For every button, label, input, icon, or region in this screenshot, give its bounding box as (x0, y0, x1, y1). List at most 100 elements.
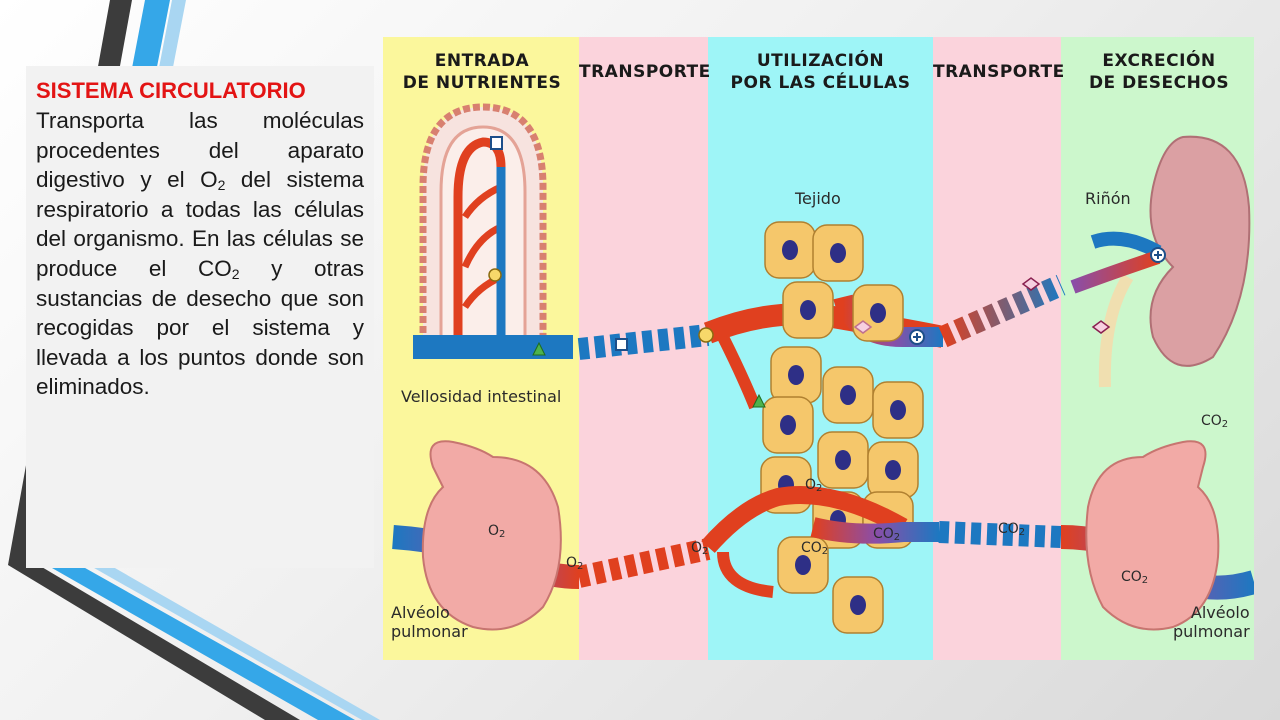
transport-square-marker (615, 338, 628, 351)
cell-nucleus (835, 450, 851, 470)
plus-sign-2 (1154, 251, 1162, 259)
cell-nucleus (890, 400, 906, 420)
cell-nucleus (840, 385, 856, 405)
panel-body: Transporta las moléculas procedentes del… (36, 106, 364, 402)
left-alveolus-body (421, 440, 562, 631)
header-transporte-2-line1: TRANSPORTE (933, 62, 1065, 82)
left-alveolus (421, 440, 562, 631)
co2-label-tissue-2: CO2 (873, 526, 901, 543)
header-excrecion-line2: DE DESECHOS (1088, 73, 1230, 93)
co2-label-exhaled-sub: 2 (1221, 419, 1229, 430)
co2-label-alveolus-right-base: CO (1121, 569, 1142, 585)
co2-label-transport-sub: 2 (1018, 527, 1026, 538)
tissue-triangle-marker (752, 393, 766, 408)
villus-capillary-red (453, 137, 506, 343)
renal-artery (1070, 250, 1161, 294)
header-utilizacion-line2: POR LAS CÉLULAS (730, 73, 911, 93)
renal-vein (1090, 231, 1162, 259)
panel-body-part-3: y otras sustancias de desecho que son re… (36, 255, 364, 400)
label-alveolus-left: Alvéolo pulmonar (391, 603, 468, 641)
header-entrada-line1: ENTRADA (434, 51, 530, 71)
o2-label-vessel-1-base: O (566, 555, 578, 571)
cell-nucleus (782, 240, 798, 260)
top-artery-branch-down (717, 334, 761, 410)
villus-triangle-marker (532, 341, 546, 356)
panel-title: SISTEMA CIRCULATORIO (36, 78, 306, 103)
o2-label-vessel-2: O2 (691, 540, 709, 557)
label-alveolus-right-line2: pulmonar (1173, 622, 1250, 641)
label-alveolus-left-line1: Alvéolo (391, 603, 450, 622)
label-alveolus-right: Alvéolo pulmonar (1173, 603, 1250, 641)
co2-label-tissue-2-sub: 2 (893, 532, 901, 543)
o2-label-vessel-2-base: O (691, 540, 703, 556)
right-alveolus-body (1085, 440, 1220, 631)
o2-label-alveolus: O2 (488, 523, 506, 540)
bottom-artery-mid (701, 486, 908, 553)
co2-label-transport: CO2 (998, 521, 1026, 538)
kidney-body (1149, 135, 1251, 367)
kidney-diamond-marker (1091, 320, 1111, 334)
tissue-diamond-marker (853, 320, 873, 334)
top-dashed-transport-1 (577, 324, 710, 360)
top-dashed-transport-2 (938, 274, 1066, 348)
panel-body-sub-2: 2 (231, 265, 240, 282)
o2-label-tissue-base: O (805, 477, 817, 493)
circulation-diagram: ENTRADA DE NUTRIENTES TRANSPORTE UTILIZA… (383, 37, 1254, 660)
header-entrada-line2: DE NUTRIENTES (402, 73, 562, 93)
panel-body-part-2: del sistema respiratorio a todas las cél… (36, 167, 364, 281)
cell-nucleus (870, 303, 886, 323)
header-entrada: ENTRADA DE NUTRIENTES (397, 50, 567, 94)
intestinal-villus (419, 103, 547, 343)
header-utilizacion-line1: UTILIZACIÓN (756, 51, 885, 71)
ureter (1098, 273, 1134, 388)
co2-label-exhaled-base: CO (1201, 413, 1222, 429)
co2-label-tissue-1: CO2 (801, 540, 829, 557)
plus-sign-1 (913, 333, 921, 341)
co2-label-alveolus-right-sub: 2 (1141, 575, 1149, 586)
bottom-artery-branch (717, 551, 774, 598)
co2-label-alveolus-right: CO2 (1121, 569, 1149, 586)
kidney (1070, 135, 1251, 388)
o2-label-vessel-1-sub: 2 (577, 561, 584, 572)
right-alveolus (1085, 440, 1220, 631)
cell-nucleus (800, 300, 816, 320)
header-excrecion: EXCRECIÓN DE DESECHOS (1069, 50, 1249, 94)
transport-diamond-marker (1021, 277, 1041, 291)
cell-nucleus (830, 243, 846, 263)
o2-label-alveolus-base: O (488, 523, 500, 539)
o2-label-tissue-sub: 2 (816, 483, 823, 494)
villus-circle-marker (488, 268, 502, 282)
diagram-canvas (383, 37, 1254, 660)
column-transporte-2-bg (933, 37, 1061, 660)
panel-body-part-1: Transporta las moléculas procedentes del… (36, 108, 364, 193)
cell-nucleus (885, 460, 901, 480)
header-transporte-1: TRANSPORTE (579, 61, 711, 83)
bottom-dashed-transport-2 (938, 521, 1062, 548)
transport-circle-marker (698, 327, 714, 343)
co2-label-transport-base: CO (998, 521, 1019, 537)
panel-body-sub-1: 2 (217, 177, 226, 194)
co2-label-tissue-2-base: CO (873, 526, 894, 542)
header-transporte-1-line1: TRANSPORTE (579, 62, 711, 82)
cell-nucleus (850, 595, 866, 615)
label-tissue: Tejido (795, 189, 841, 208)
co2-label-tissue-1-sub: 2 (821, 546, 829, 557)
cell-nucleus (788, 365, 804, 385)
header-excrecion-line1: EXCRECIÓN (1102, 51, 1216, 71)
label-alveolus-right-line1: Alvéolo (1190, 603, 1250, 622)
label-alveolus-left-line2: pulmonar (391, 622, 468, 641)
header-utilizacion: UTILIZACIÓN POR LAS CÉLULAS (713, 50, 928, 94)
label-villus: Vellosidad intestinal (401, 387, 562, 406)
bottom-dashed-transport-1 (576, 538, 711, 588)
co2-label-tissue-1-base: CO (801, 540, 822, 556)
co2-label-exhaled: CO2 (1201, 413, 1229, 430)
o2-label-vessel-2-sub: 2 (702, 546, 709, 557)
label-kidney: Riñón (1085, 189, 1131, 208)
o2-label-alveolus-sub: 2 (499, 529, 506, 540)
cell-nucleus (795, 555, 811, 575)
o2-label-vessel-1: O2 (566, 555, 584, 572)
cell-nucleus (780, 415, 796, 435)
text-panel: SISTEMA CIRCULATORIO Transporta las molé… (26, 66, 374, 568)
villus-square-marker (490, 136, 503, 150)
o2-label-tissue: O2 (805, 477, 823, 494)
